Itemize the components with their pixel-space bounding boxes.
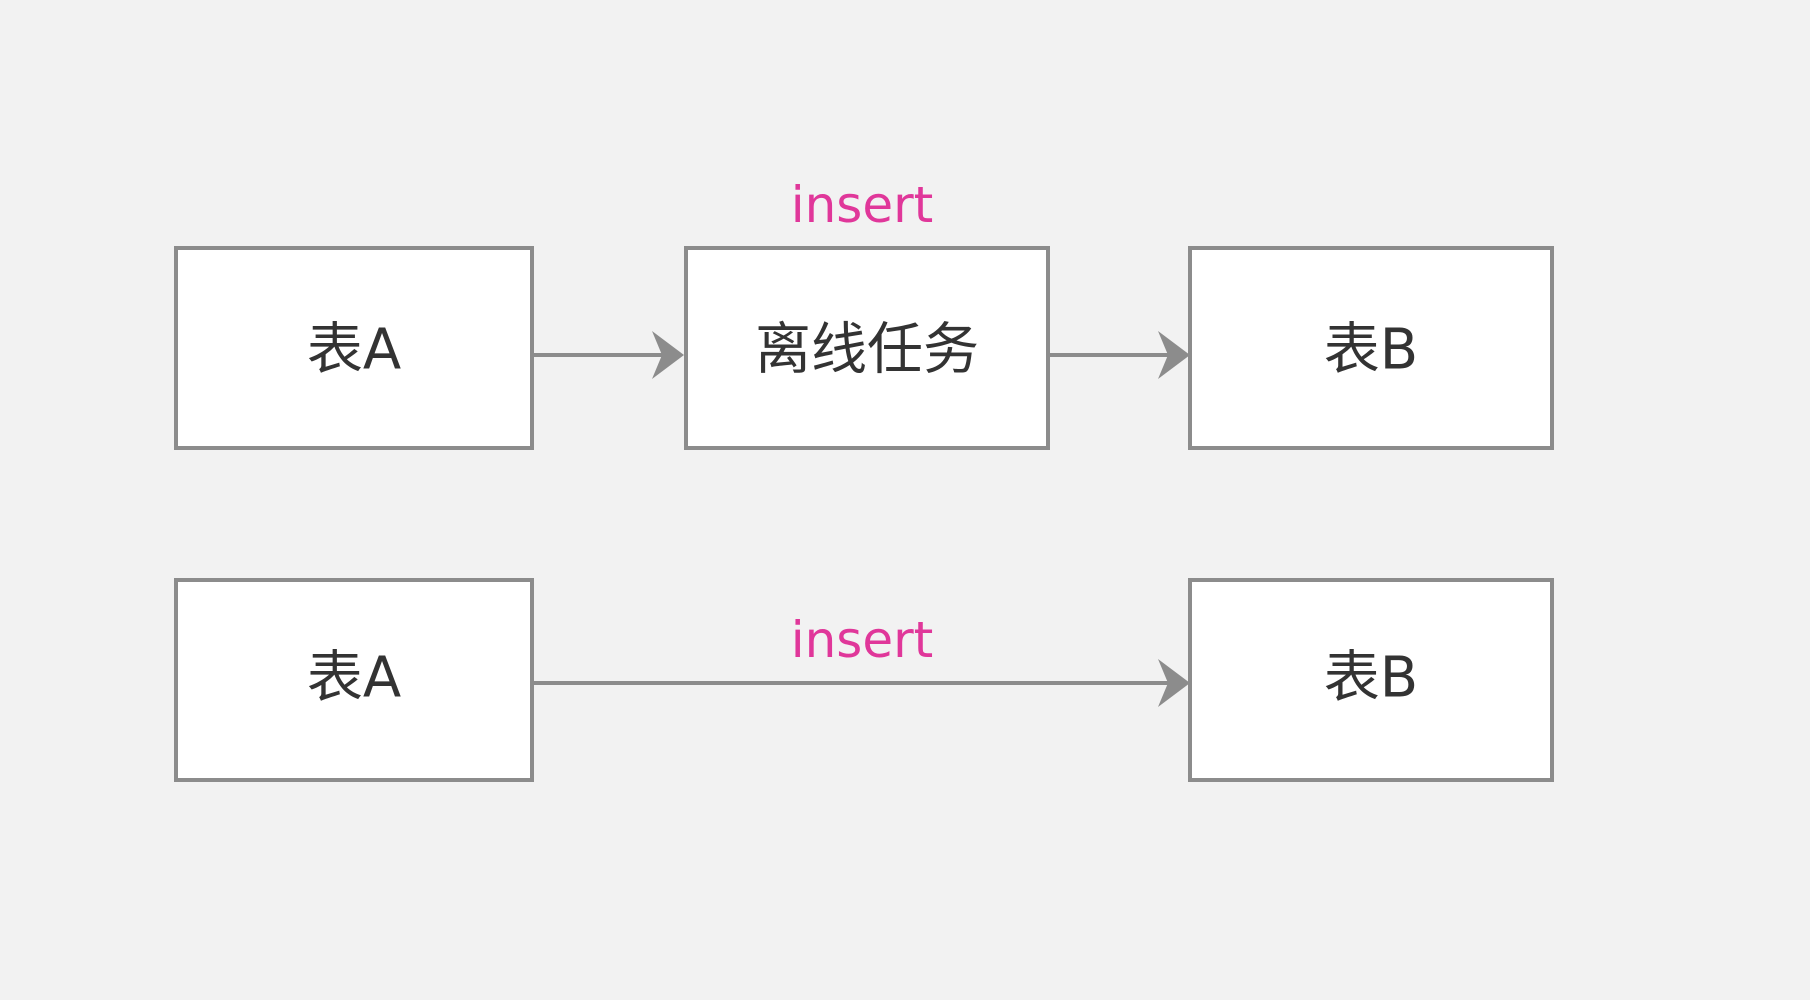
row-2: 表A insert 表B — [174, 578, 1554, 782]
node-table-a-row2: 表A — [174, 578, 534, 782]
edge-a-to-b-arrowhead — [1158, 659, 1190, 707]
node-table-a-row2-label: 表A — [307, 646, 401, 711]
edge-label-insert-row1: insert — [791, 176, 934, 234]
node-table-b-row2-label: 表B — [1324, 646, 1418, 711]
node-offline-task-box — [684, 246, 1050, 450]
edge-a-to-task — [532, 331, 684, 379]
node-table-b-row1-label: 表B — [1324, 318, 1418, 383]
node-offline-task-label: 离线任务 — [755, 318, 979, 383]
node-table-a-row1: 表A — [174, 246, 534, 450]
node-table-a-row1-label: 表A — [307, 318, 401, 383]
node-table-b-row1: 表B — [1188, 246, 1554, 450]
node-offline-task: 离线任务 — [684, 246, 1050, 450]
node-table-a-row1-box — [174, 246, 534, 450]
row-1: 表A insert 离线任务 表B — [174, 176, 1554, 450]
edge-a-to-b — [532, 659, 1190, 707]
node-table-a-row2-box — [174, 578, 534, 782]
node-table-b-row2: 表B — [1188, 578, 1554, 782]
node-table-b-row1-box — [1188, 246, 1554, 450]
edge-label-insert-row2: insert — [791, 611, 934, 669]
edge-task-to-b-arrowhead — [1158, 331, 1190, 379]
edge-task-to-b — [1048, 331, 1190, 379]
node-table-b-row2-box — [1188, 578, 1554, 782]
edge-a-to-task-arrowhead — [652, 331, 684, 379]
